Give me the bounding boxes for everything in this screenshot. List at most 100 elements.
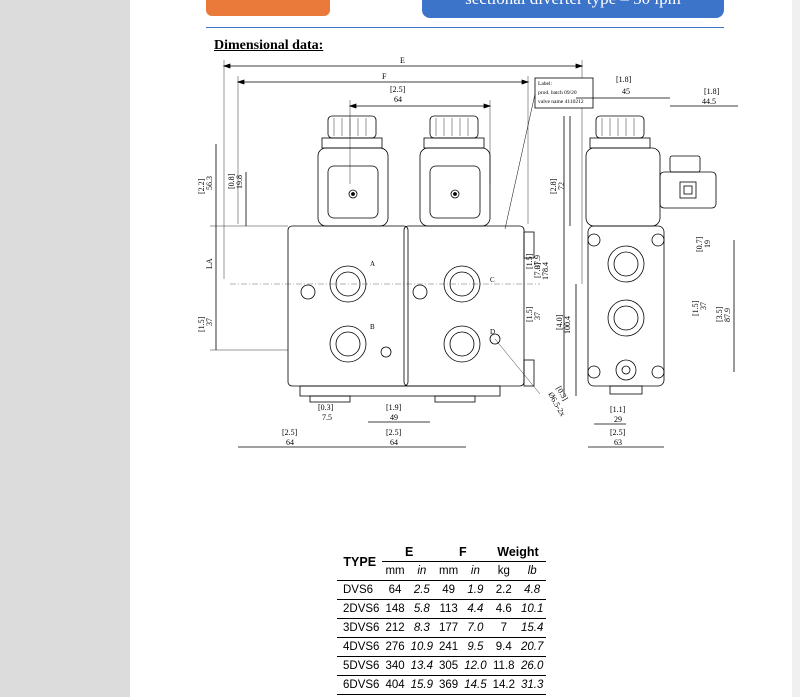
table-row: DVS6 64 2.5 49 1.9 2.2 4.8 (337, 580, 547, 600)
cell-f-in: 4.4 (461, 599, 490, 619)
cell-kg: 14.2 (489, 675, 518, 695)
table-row: 3DVS6 212 8.3 177 7.0 7 15.4 (337, 618, 547, 638)
dim-top-bracket: [2.5] (390, 85, 406, 94)
valve-side-view (585, 115, 717, 395)
unit-f-mm: mm (436, 561, 462, 581)
dim-bot-64b: 64 (390, 438, 398, 447)
dim-bot-19: [1.9] (386, 403, 402, 412)
dim-side-70: [7.0] (533, 262, 542, 278)
dim-side-37: 37 (699, 302, 708, 310)
dim-side-25: [2.5] (610, 428, 626, 437)
header-rule (206, 27, 724, 28)
port-b: B (370, 323, 375, 331)
unit-e-mm: mm (382, 561, 408, 581)
cell-lb: 10.1 (517, 599, 547, 619)
dim-left-37: 37 (205, 318, 214, 326)
cell-f-mm: 369 (436, 675, 462, 695)
cell-f-mm: 49 (436, 580, 462, 600)
dim-left-198: 19.8 (235, 175, 244, 189)
dim-f: F (382, 72, 387, 81)
label-line-3: valve name 4110212 (538, 99, 584, 105)
cell-kg: 4.6 (489, 599, 518, 619)
dim-side-40: [4.0] (555, 314, 564, 330)
cell-f-mm: 113 (436, 599, 462, 619)
unit-f-in: in (461, 561, 490, 581)
cell-f-in: 1.9 (461, 580, 490, 600)
dimensions-table: TYPE E F Weight mm in mm in kg lb DVS6 6… (337, 543, 547, 695)
header-orange-tab (206, 0, 330, 16)
dim-side-18a: [1.8] (616, 75, 632, 84)
dim-side-28: [2.8] (549, 178, 558, 194)
dim-left-22: [2.2] (197, 178, 206, 194)
header-title-tab: sectional diverter type – 50 lpm (422, 0, 724, 18)
cell-e-in: 5.8 (407, 599, 437, 619)
dim-bot-75: 7.5 (322, 413, 332, 422)
cell-e-mm: 340 (382, 656, 408, 676)
unit-kg: kg (489, 561, 518, 581)
cell-type: 3DVS6 (337, 618, 383, 638)
cell-e-mm: 148 (382, 599, 408, 619)
cell-f-mm: 305 (436, 656, 462, 676)
cell-e-in: 2.5 (407, 580, 437, 600)
label-line-1: Label: (538, 81, 553, 87)
cell-kg: 2.2 (489, 580, 518, 600)
dim-top-val: 64 (394, 95, 402, 104)
cell-f-in: 7.0 (461, 618, 490, 638)
header-title-text: sectional diverter type – 50 lpm (465, 0, 681, 8)
cell-e-mm: 64 (382, 580, 408, 600)
cell-type: 6DVS6 (337, 675, 383, 695)
cell-kg: 11.8 (489, 656, 518, 676)
dimensional-drawing: E F [2.5] 64 Label: prod. batch 09/20 va… (197, 56, 738, 448)
dim-side-45: 45 (622, 87, 630, 96)
dim-left-563: 56.3 (205, 176, 214, 190)
solenoid-1 (317, 115, 389, 227)
dim-mid-379: 37.9 (533, 255, 542, 269)
table-row: 5DVS6 340 13.4 305 12.0 11.8 26.0 (337, 656, 547, 676)
cell-kg: 9.4 (489, 637, 518, 657)
dim-mid-15b: [1.5] (525, 306, 534, 322)
solenoid-2 (419, 115, 491, 227)
valve-body-front (230, 225, 540, 403)
dim-e: E (400, 56, 405, 65)
dim-side-1784: 178.4 (541, 262, 550, 280)
dim-side-19: 19 (703, 240, 712, 248)
cell-lb: 31.3 (517, 675, 547, 695)
dim-side-1004: 100.4 (563, 316, 572, 334)
dim-left-15: [1.5] (197, 316, 206, 332)
cell-e-in: 10.9 (407, 637, 437, 657)
dim-bot-25b: [2.5] (386, 428, 402, 437)
dim-side-15: [1.5] (691, 300, 700, 316)
dim-bot-03: [0.3] (318, 403, 334, 412)
port-c: C (490, 276, 495, 284)
dim-bot-49: 49 (390, 413, 398, 422)
dim-side-72: 72 (557, 182, 566, 190)
col-type: TYPE (337, 543, 383, 581)
col-f: F (436, 543, 490, 562)
dim-side-29: 29 (614, 415, 622, 424)
label-line-2: prod. batch 09/20 (538, 90, 577, 96)
dim-mid-15a: [1.5] (525, 253, 534, 269)
cell-e-in: 13.4 (407, 656, 437, 676)
unit-e-in: in (407, 561, 437, 581)
table-row: 2DVS6 148 5.8 113 4.4 4.6 10.1 (337, 599, 547, 619)
cell-kg: 7 (489, 618, 518, 638)
dim-bot-64a: 64 (286, 438, 294, 447)
cell-lb: 20.7 (517, 637, 547, 657)
cell-e-mm: 276 (382, 637, 408, 657)
viewer-left-margin (0, 0, 130, 697)
cell-lb: 4.8 (517, 580, 547, 600)
dim-side-07: [0.7] (695, 236, 704, 252)
table-row: 6DVS6 404 15.9 369 14.5 14.2 31.3 (337, 675, 547, 695)
unit-lb: lb (517, 561, 547, 581)
dim-bot-25a: [2.5] (282, 428, 298, 437)
cell-type: 2DVS6 (337, 599, 383, 619)
vertical-scrollbar[interactable] (792, 0, 800, 697)
dim-side-63: 63 (614, 438, 622, 447)
table-row: 4DVS6 276 10.9 241 9.5 9.4 20.7 (337, 637, 547, 657)
cell-type: 5DVS6 (337, 656, 383, 676)
cell-lb: 15.4 (517, 618, 547, 638)
cell-e-in: 8.3 (407, 618, 437, 638)
dim-left-08: [0.8] (227, 173, 236, 189)
cell-lb: 26.0 (517, 656, 547, 676)
cell-type: 4DVS6 (337, 637, 383, 657)
